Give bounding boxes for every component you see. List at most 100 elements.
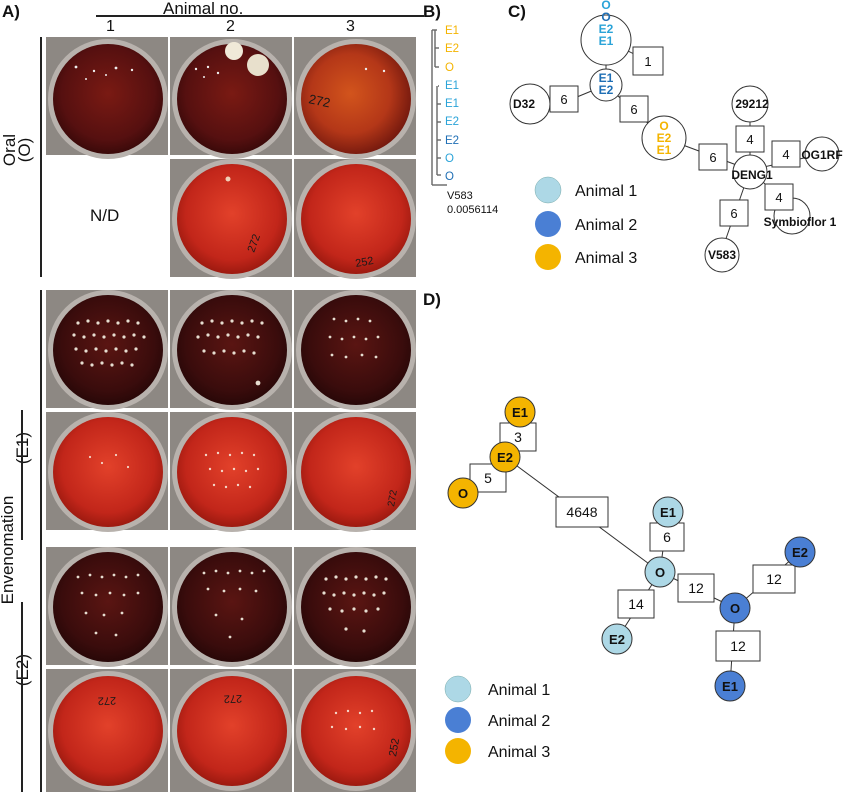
- plate-oral-animal-2-b: 272: [170, 159, 292, 279]
- plate-mark: 252: [354, 255, 374, 270]
- edge-label: 6: [730, 206, 737, 221]
- edge-label: 4648: [566, 504, 597, 520]
- node-text: E2: [657, 131, 672, 145]
- node-text: D32: [513, 97, 535, 111]
- phylo-leaf: O: [445, 61, 454, 74]
- node-29212: [731, 85, 769, 123]
- plate-e2-animal-2-red: 272: [170, 669, 292, 792]
- plate-oral-animal-3: 272: [294, 37, 416, 159]
- node-og1rf: [804, 136, 840, 172]
- e2-bracket: [21, 602, 23, 792]
- column-3-label: 3: [346, 18, 355, 35]
- plate-e1-animal-3-red: 272: [294, 412, 416, 532]
- node-d-a3-e2: [489, 441, 521, 473]
- node-c-yellow: [641, 115, 687, 161]
- node-d-a1-e1: [652, 496, 684, 528]
- node-c-mid: [589, 68, 623, 102]
- column-2-label: 2: [226, 18, 235, 35]
- node-d-a2-o: [719, 592, 751, 624]
- edge-label: 4: [746, 132, 753, 147]
- node-v583: [704, 237, 740, 273]
- plate-grid: 272 272 252: [46, 37, 416, 792]
- panel-c-label: C): [508, 2, 526, 21]
- plate-mark: 272: [98, 694, 117, 707]
- animal-no-header: Animal no.: [163, 0, 244, 18]
- legend-label: Animal 2: [488, 713, 550, 730]
- legend-label: Animal 3: [488, 744, 550, 761]
- edge-label: 6: [709, 150, 716, 165]
- node-deng1: [732, 154, 768, 190]
- network-c: 1 6 6 6 4 4 4 6 O O E2 E1 E1 E2 O E2 E1 …: [509, 0, 843, 273]
- node-text: O: [659, 119, 668, 133]
- plate-mark: 252: [387, 737, 402, 757]
- node-text: O: [601, 0, 610, 12]
- plate-mark: 272: [246, 233, 264, 254]
- plate-oral-animal-2: [170, 37, 292, 159]
- node-text: E1: [660, 505, 676, 520]
- edge-label: 4: [775, 190, 782, 205]
- row-label-e1: (E1): [13, 431, 32, 465]
- phylo-leaf: O: [445, 171, 454, 184]
- panel-d-label: D): [423, 290, 441, 309]
- node-d-a3-e1: [504, 396, 536, 428]
- plate-e2-animal-2-dark: [170, 547, 292, 667]
- plate-e1-animal-2-dark: [170, 290, 292, 410]
- plate-e1-animal-1-red: [46, 412, 168, 532]
- row-label-envenomation: Envenomation: [0, 495, 17, 605]
- edge-label: 4: [782, 147, 789, 162]
- node-text: O: [458, 486, 468, 501]
- network-d: 3 5 4648 6 14 12 12 12 E1 E2 O E1 O E2 O…: [447, 396, 816, 702]
- row-label-e2: (E2): [13, 653, 32, 687]
- plate-e1-animal-2-red: [170, 412, 292, 532]
- edge-label: 6: [630, 102, 637, 117]
- edge-label: 6: [663, 529, 671, 545]
- phylo-leaf: E2: [445, 43, 460, 56]
- node-text: E1: [512, 405, 528, 420]
- edge-label: 12: [766, 571, 782, 587]
- node-text: E1: [599, 71, 614, 85]
- edge-label: 3: [514, 429, 522, 445]
- plate-e2-animal-3-red: 252: [294, 669, 416, 792]
- node-d-a2-e2: [784, 536, 816, 568]
- plate-e2-animal-1-red: 272: [46, 669, 168, 792]
- phylo-ref-label: V583: [447, 190, 473, 202]
- edge-label: 6: [560, 92, 567, 107]
- header-rule: [96, 15, 424, 17]
- legend-label: Animal 1: [488, 682, 550, 699]
- node-d-a2-e1: [714, 670, 746, 702]
- plate-e2-animal-1-dark: [46, 547, 168, 667]
- node-d-a1-o: [644, 556, 676, 588]
- node-text: E2: [792, 545, 808, 560]
- node-text: 29212: [735, 97, 769, 111]
- node-d-a1-e2: [601, 623, 633, 655]
- node-text: E1: [599, 34, 614, 48]
- oral-bracket: [40, 37, 42, 277]
- edge-label: 14: [628, 596, 644, 612]
- column-1-label: 1: [106, 18, 115, 35]
- phylo-scale: 0.0056114: [447, 204, 499, 216]
- node-text: E1: [722, 679, 738, 694]
- node-text: E2: [599, 83, 614, 97]
- plate-mark: 272: [386, 489, 400, 508]
- envenomation-bracket: [40, 290, 42, 792]
- phylo-leaf-list: E1 E2 O E1 E1 E2 E2 O O: [445, 22, 459, 187]
- legend-label: Animal 2: [575, 217, 637, 234]
- legend-d: Animal 1 Animal 2 Animal 3: [444, 675, 550, 764]
- plate-e1-animal-1-dark: [46, 290, 168, 410]
- node-text: E2: [599, 22, 614, 36]
- phylo-leaf: E1: [445, 98, 460, 111]
- edge-label: 5: [484, 470, 492, 486]
- node-text: O: [730, 601, 740, 616]
- phylo-leaf: E2: [445, 134, 460, 147]
- node-text: O: [601, 10, 610, 24]
- node-text: E2: [497, 450, 513, 465]
- e1-bracket: [21, 410, 23, 540]
- node-text: E1: [657, 143, 672, 157]
- plate-oral-animal-1: [46, 37, 168, 159]
- plate-e2-animal-3-dark: [294, 547, 416, 667]
- node-c-top: [580, 14, 632, 66]
- phylo-leaf: O: [445, 153, 454, 166]
- plate-mark: 272: [307, 91, 331, 110]
- phylo-tree: [431, 29, 447, 186]
- node-text: V583: [708, 248, 736, 262]
